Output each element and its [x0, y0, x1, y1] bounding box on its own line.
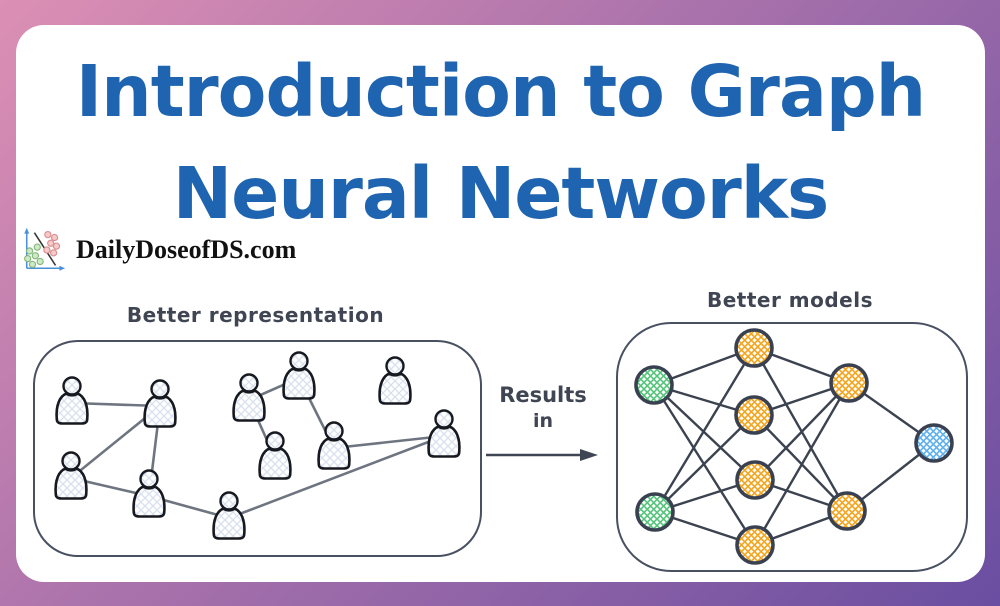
brand: DailyDoseofDS.com: [20, 226, 296, 274]
person-icon: [132, 469, 166, 518]
nn-node-orange: [827, 491, 867, 531]
nn-edge: [653, 413, 756, 514]
person-icon: [54, 451, 88, 500]
nn-node-orange: [735, 525, 775, 565]
nn-node-orange: [735, 460, 775, 500]
right-panel-label: Better models: [706, 288, 874, 312]
nn-node-green: [635, 492, 675, 532]
social-graph-panel: [33, 340, 482, 557]
social-graph-diagram: [54, 351, 461, 540]
nn-edge: [753, 381, 851, 482]
person-icon: [282, 351, 316, 400]
graph-edge: [332, 434, 446, 450]
nn-edge: [752, 413, 849, 513]
neural-net-panel: [616, 322, 968, 572]
title-line-2: Neural Networks: [172, 152, 829, 235]
neural-net-diagram: [634, 328, 954, 565]
nn-edge: [653, 346, 756, 514]
person-icon: [378, 356, 412, 405]
graph-edge: [227, 434, 446, 520]
page-title: Introduction to Graph Neural Networks: [16, 41, 985, 245]
poster-card: Introduction to Graph Neural Networks: [16, 25, 985, 582]
connector-text-line2: in: [532, 410, 554, 432]
nn-node-green: [634, 365, 674, 405]
person-icon: [212, 491, 246, 540]
right-arrow-icon: [486, 449, 598, 461]
connector-text-line1: Results: [499, 383, 587, 407]
scatter-plot-logo-icon: [24, 227, 66, 271]
title-line-1: Introduction to Graph: [75, 50, 926, 133]
left-panel-label: Better representation: [126, 303, 385, 327]
person-icon: [232, 373, 266, 422]
person-icon: [55, 376, 89, 425]
nn-node-blue: [914, 423, 954, 463]
person-icon: [258, 431, 292, 480]
person-icon: [143, 379, 177, 428]
nn-edge: [652, 383, 757, 482]
person-icon: [317, 421, 351, 470]
nn-edge: [753, 381, 851, 547]
nn-node-orange: [734, 328, 774, 368]
results-in-connector: Results in: [478, 382, 608, 464]
nn-node-orange: [734, 395, 774, 435]
brand-text: DailyDoseofDS.com: [76, 235, 297, 264]
nn-edge: [752, 346, 849, 513]
person-icon: [427, 409, 461, 458]
nn-node-orange: [829, 363, 869, 403]
